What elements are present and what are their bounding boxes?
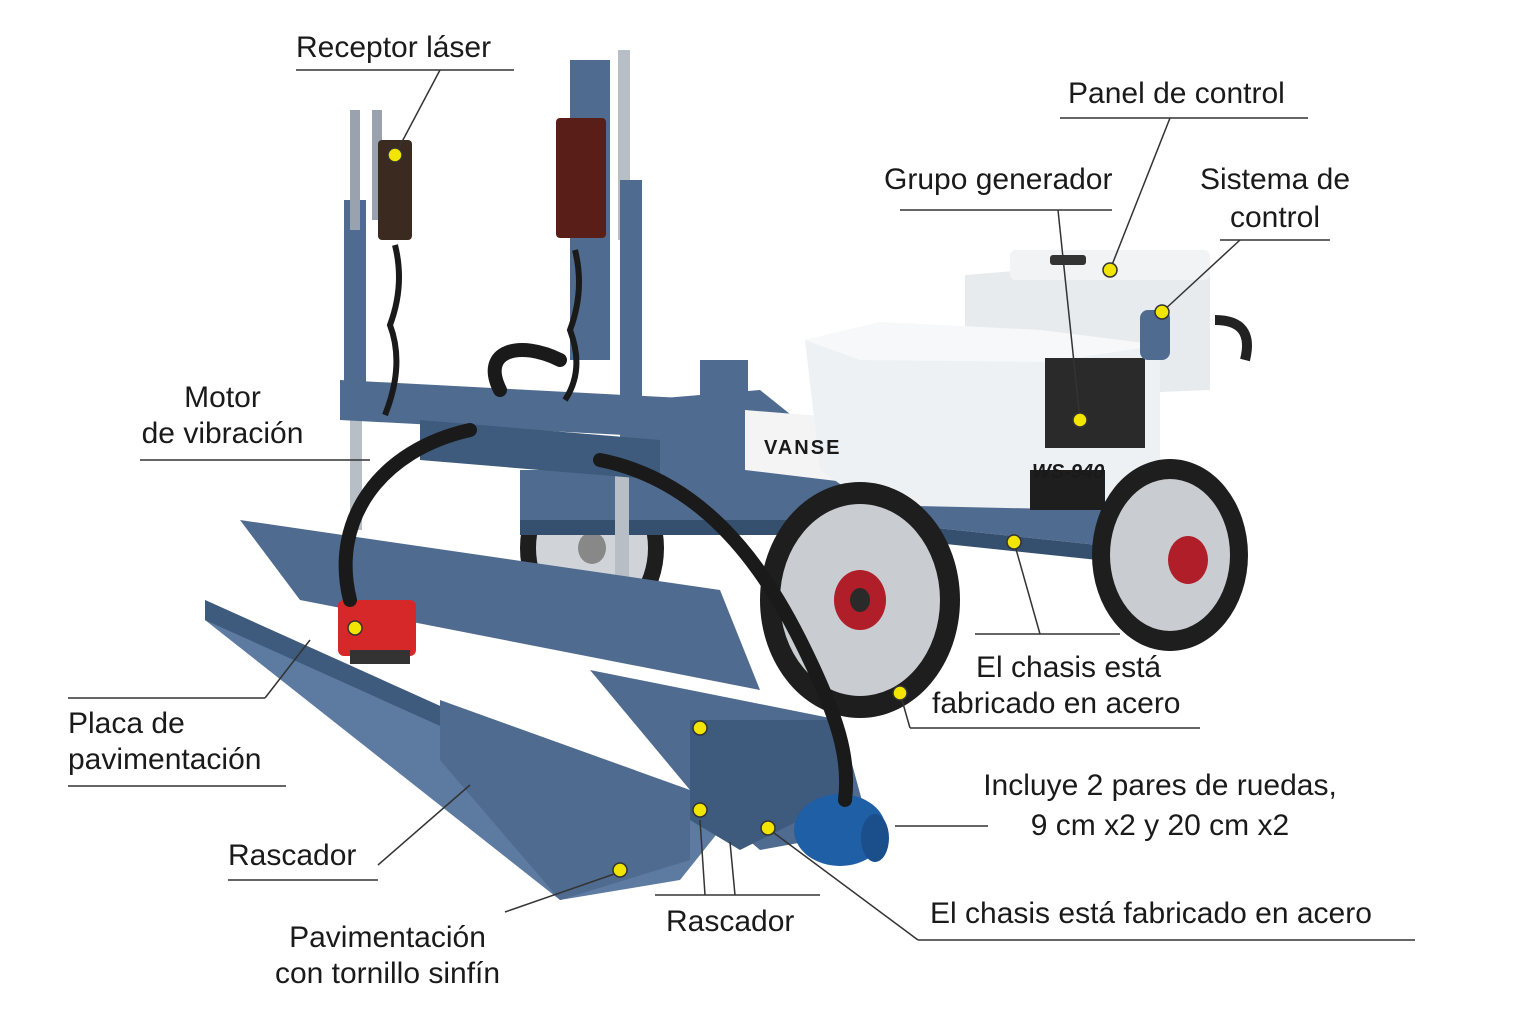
vibration-motor [338,600,416,664]
label-placa-line2: pavimentación [68,743,262,776]
paving-plate [205,520,870,900]
hydraulic-hoses [338,343,854,807]
label-rascador-1: Rascador [228,839,357,872]
right-mast [556,50,642,620]
marker-panel-control [1102,262,1118,278]
leader-lines [68,69,1415,941]
label-chasis-acero-2: El chasis está fabricado en acero [930,897,1372,930]
auger-motor [794,794,889,866]
label-motor-vibracion-line2: de vibración [141,417,304,450]
label-panel-control: Panel de control [1068,77,1285,110]
marker-chasis-2 [892,685,908,701]
label-sinfin-line1: Pavimentación [289,921,486,954]
label-chasis-acero-1-line2: fabricado en acero [932,687,1181,720]
marker-chasis-3 [760,820,776,836]
marker-grupo-generador [1072,412,1088,428]
callout-markers [347,147,1170,878]
marker-sinfin [612,862,628,878]
label-receptor-laser: Receptor láser [296,31,492,64]
front-right-wheel [1092,459,1248,651]
label-ruedas-line1: Incluye 2 pares de ruedas, [983,769,1337,802]
marker-placa [692,720,708,736]
marker-motor [347,620,363,636]
label-sistema-control-line2: control [1229,201,1321,234]
marker-sistema-control [1154,304,1170,320]
marker-receptor-laser [387,147,403,163]
front-left-wheel [760,482,960,718]
marker-rascador [692,802,708,818]
label-placa-line1: Placa de [68,707,185,740]
left-mast [344,110,412,530]
label-ruedas-line2: 9 cm x2 y 20 cm x2 [1030,809,1290,842]
label-sistema-control-line1: Sistema de [1199,163,1351,196]
marker-chasis-1 [1006,534,1022,550]
label-rascador-2: Rascador [666,905,795,938]
model-badge: WS-940 [1032,461,1105,483]
label-chasis-acero-1-line1: El chasis está [976,651,1162,684]
label-grupo-generador: Grupo generador [884,163,1113,196]
generator-body [805,250,1252,510]
label-motor-vibracion-line1: Motor [184,381,261,414]
label-sinfin-line2: con tornillo sinfín [274,957,501,990]
brand-logo: VANSE [764,437,842,459]
